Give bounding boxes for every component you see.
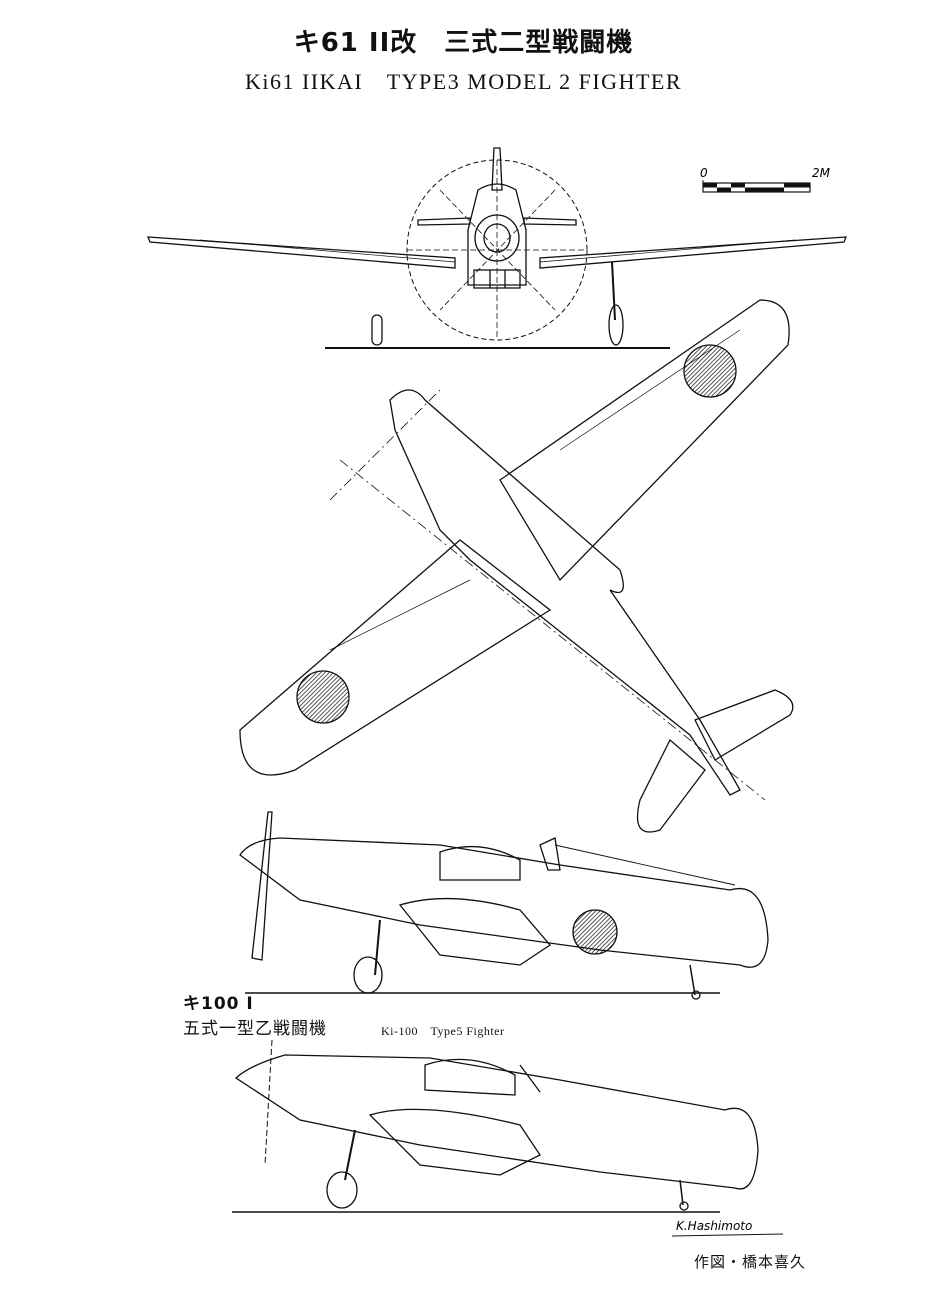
signature-text: K.Hashimoto bbox=[676, 1219, 752, 1233]
page-subtitle: Ki61 IIKAI TYPE3 MODEL 2 FIGHTER bbox=[244, 69, 683, 94]
scale-start-label: 0 bbox=[700, 166, 708, 180]
ki100-japanese-name: 五式一型乙戦闘機 bbox=[183, 1019, 327, 1039]
scale-bar: 0 2M bbox=[700, 166, 831, 193]
scale-end-label: 2M bbox=[812, 166, 831, 180]
ki100-side-view bbox=[232, 1039, 759, 1213]
front-view bbox=[147, 147, 847, 349]
ki61-side-view bbox=[239, 811, 769, 1000]
page-title: キ61 II改 三式二型戦闘機 bbox=[293, 28, 634, 58]
ki100-label: キ100 I bbox=[183, 994, 254, 1014]
ki100-english-name: Ki-100 Type5 Fighter bbox=[381, 1024, 505, 1038]
signature: K.Hashimoto bbox=[671, 1219, 784, 1237]
drawing-credit: 作図・橋本喜久 bbox=[694, 1253, 807, 1271]
plan-view bbox=[239, 299, 794, 833]
